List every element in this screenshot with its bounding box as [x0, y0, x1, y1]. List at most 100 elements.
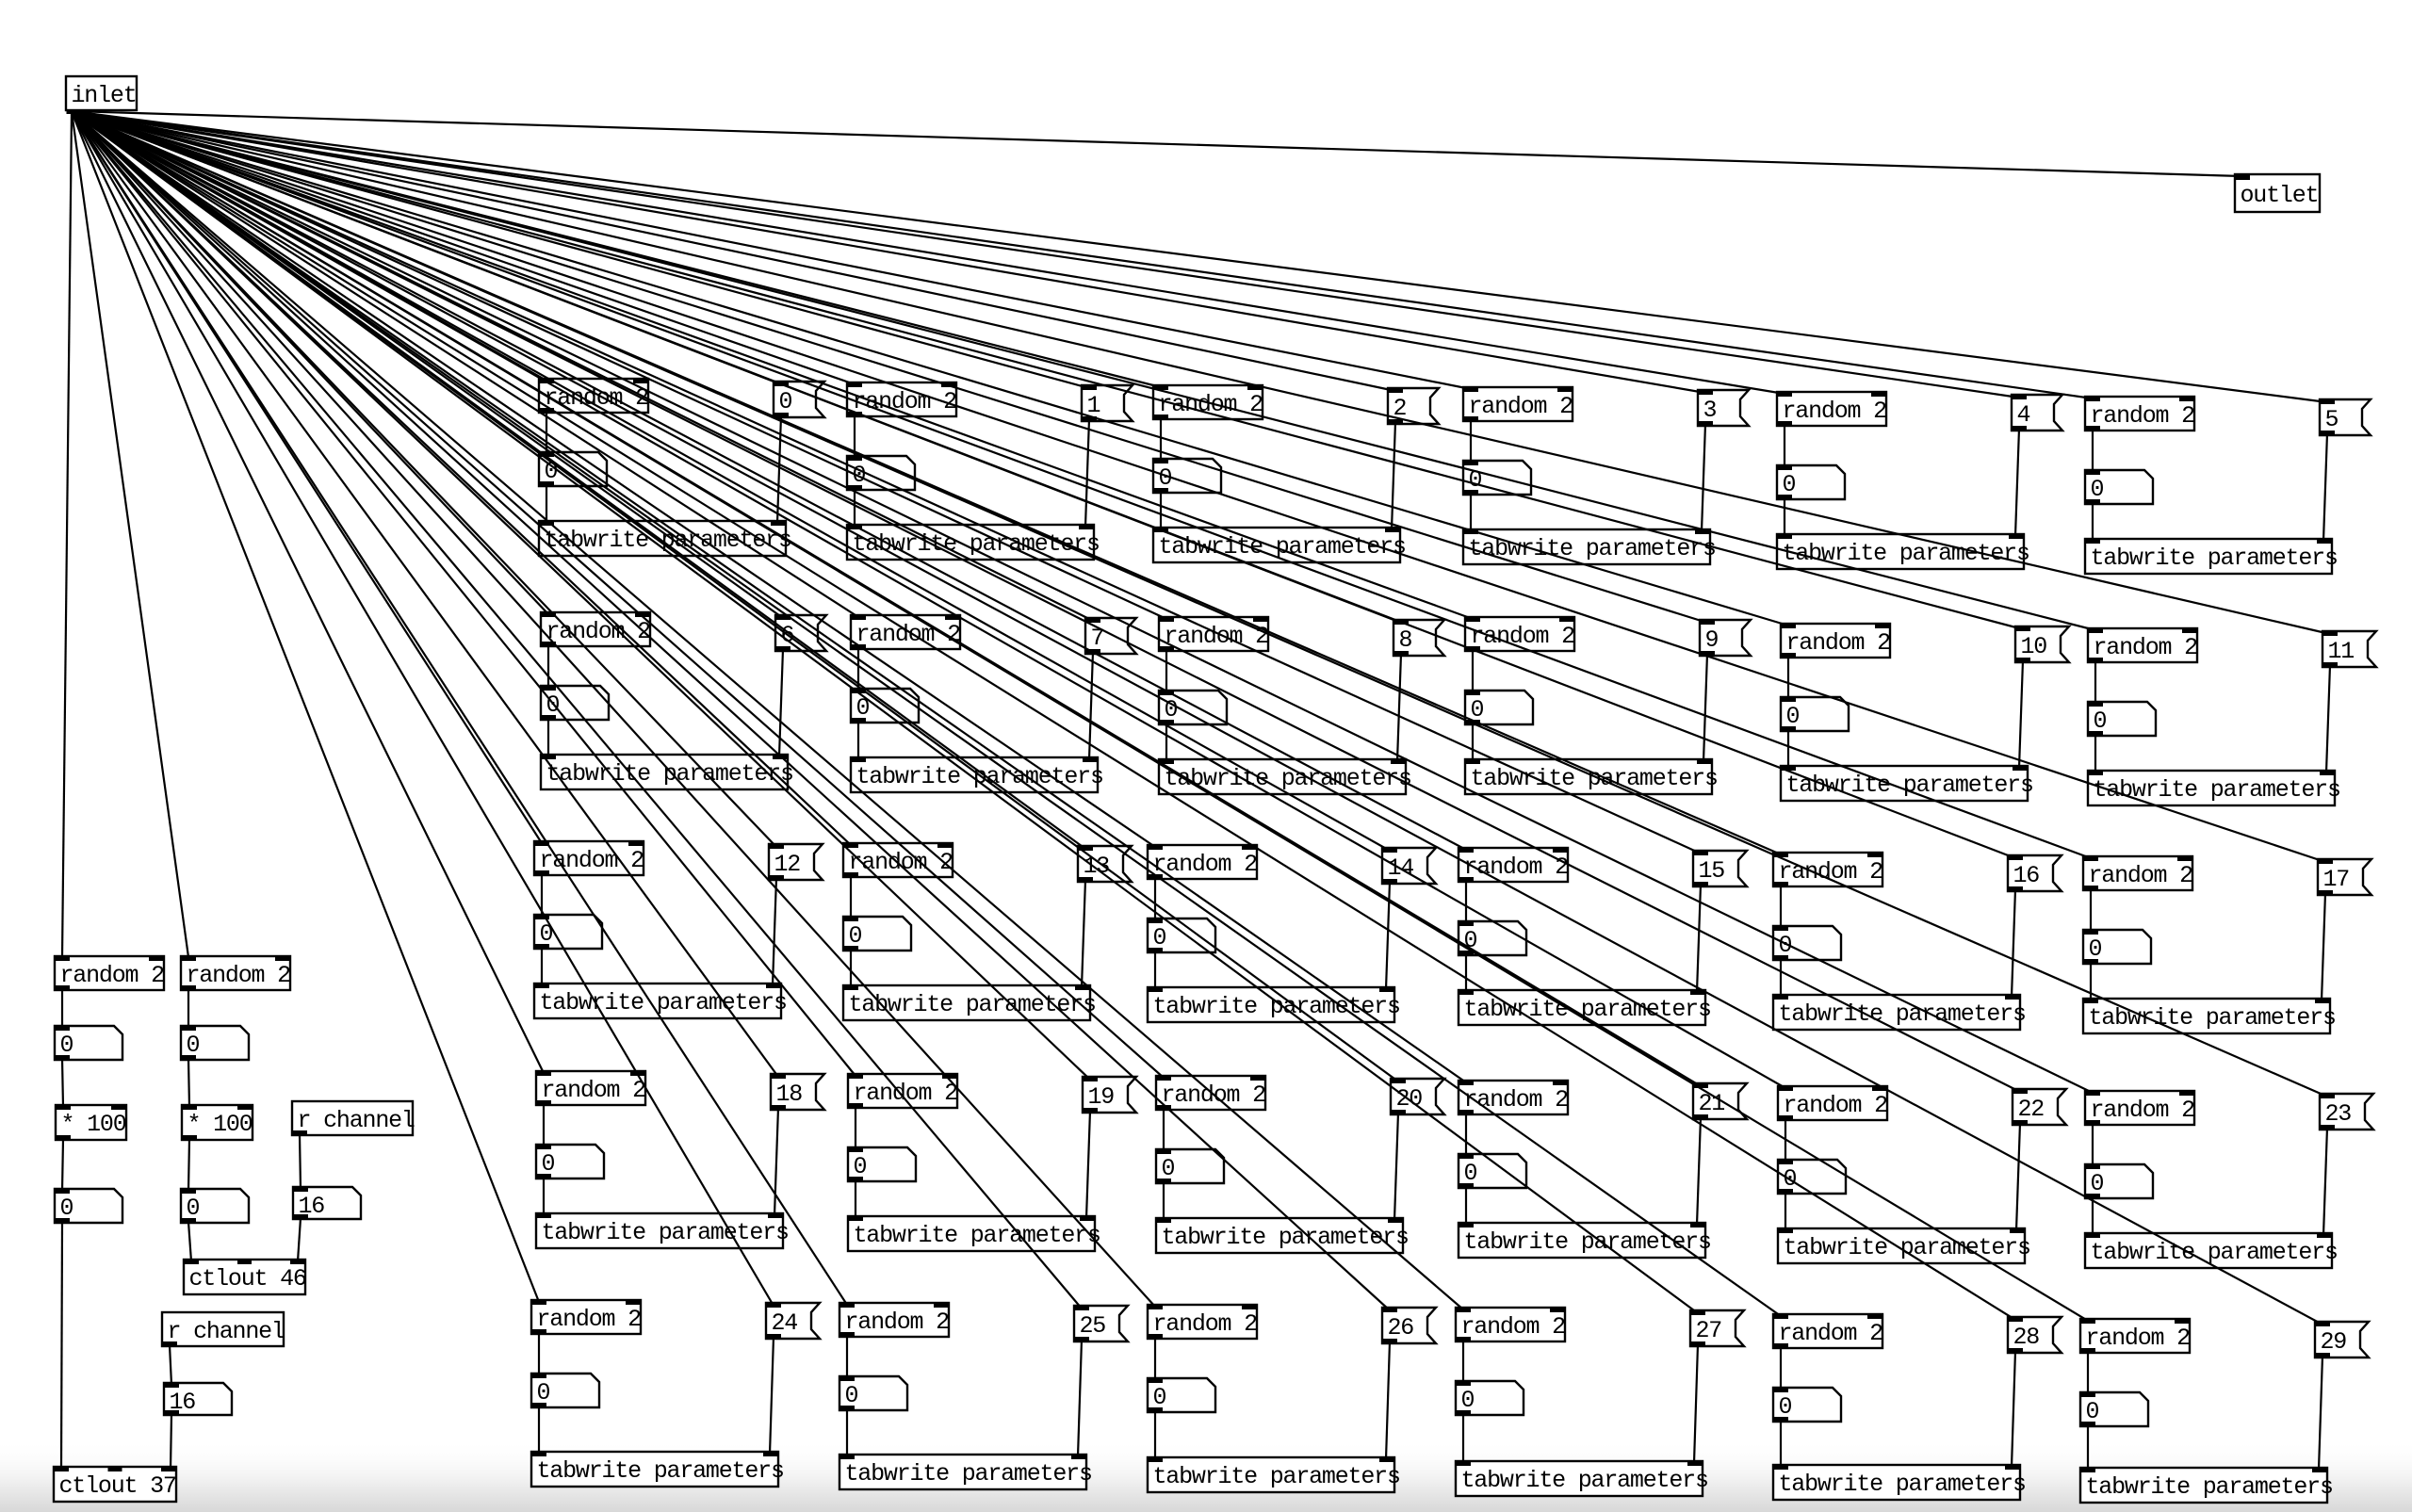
- svg-text:0: 0: [1162, 1155, 1175, 1182]
- svg-text:0: 0: [856, 694, 870, 722]
- svg-text:0: 0: [1464, 1160, 1477, 1187]
- svg-text:tabwrite parameters: tabwrite parameters: [845, 1460, 1092, 1488]
- svg-text:1: 1: [1087, 392, 1100, 419]
- svg-text:0: 0: [1153, 1384, 1166, 1411]
- svg-text:random 2: random 2: [1786, 629, 1891, 657]
- svg-text:random 2: random 2: [2086, 1325, 2191, 1352]
- svg-text:8: 8: [1399, 626, 1412, 654]
- svg-text:0: 0: [2089, 935, 2102, 963]
- svg-text:ctlout 46: ctlout 46: [189, 1265, 306, 1293]
- svg-text:0: 0: [1471, 696, 1484, 723]
- svg-text:0: 0: [1461, 1387, 1475, 1414]
- svg-text:12: 12: [774, 851, 801, 878]
- svg-text:tabwrite parameters: tabwrite parameters: [2089, 1004, 2336, 1032]
- svg-text:outlet: outlet: [2241, 182, 2319, 209]
- svg-text:2: 2: [1393, 395, 1407, 422]
- svg-text:18: 18: [776, 1081, 803, 1108]
- svg-text:tabwrite parameters: tabwrite parameters: [849, 991, 1096, 1018]
- svg-text:16: 16: [170, 1389, 196, 1416]
- svg-text:0: 0: [60, 1032, 73, 1059]
- svg-text:15: 15: [1699, 857, 1725, 885]
- svg-text:tabwrite parameters: tabwrite parameters: [1165, 765, 1411, 792]
- svg-text:tabwrite parameters: tabwrite parameters: [1779, 1471, 2026, 1498]
- svg-text:0: 0: [2091, 476, 2104, 503]
- svg-text:0: 0: [849, 922, 862, 950]
- svg-text:0: 0: [845, 1382, 858, 1409]
- svg-text:random 2: random 2: [187, 962, 291, 989]
- svg-text:random 2: random 2: [849, 849, 953, 876]
- svg-text:inlet: inlet: [72, 82, 137, 109]
- svg-text:random 2: random 2: [1461, 1313, 1566, 1341]
- svg-text:28: 28: [2013, 1324, 2040, 1351]
- svg-text:24: 24: [772, 1309, 798, 1337]
- svg-text:tabwrite parameters: tabwrite parameters: [1784, 1234, 2030, 1261]
- svg-text:random 2: random 2: [2091, 1097, 2195, 1124]
- svg-text:0: 0: [546, 691, 560, 719]
- svg-text:25: 25: [1080, 1312, 1106, 1340]
- svg-text:0: 0: [2094, 707, 2107, 735]
- svg-text:random 2: random 2: [1469, 393, 1573, 420]
- svg-text:random 2: random 2: [845, 1309, 950, 1336]
- svg-text:tabwrite parameters: tabwrite parameters: [1783, 540, 2029, 567]
- svg-text:17: 17: [2323, 866, 2350, 893]
- svg-text:tabwrite parameters: tabwrite parameters: [1461, 1467, 1708, 1494]
- svg-text:0: 0: [1783, 471, 1796, 498]
- svg-text:tabwrite parameters: tabwrite parameters: [1469, 535, 1716, 562]
- svg-text:tabwrite parameters: tabwrite parameters: [1471, 765, 1718, 792]
- svg-text:0: 0: [187, 1195, 200, 1222]
- svg-text:26: 26: [1388, 1314, 1414, 1341]
- svg-text:0: 0: [187, 1032, 200, 1059]
- svg-text:0: 0: [1786, 703, 1800, 730]
- svg-text:22: 22: [2018, 1096, 2045, 1123]
- svg-text:0: 0: [542, 1150, 555, 1178]
- svg-text:* 100: * 100: [61, 1111, 126, 1138]
- svg-text:0: 0: [60, 1195, 73, 1222]
- svg-text:random 2: random 2: [1153, 1310, 1258, 1338]
- svg-text:0: 0: [1153, 924, 1166, 951]
- svg-text:0: 0: [1159, 464, 1172, 492]
- svg-text:tabwrite parameters: tabwrite parameters: [1162, 1224, 1409, 1251]
- svg-text:tabwrite parameters: tabwrite parameters: [1159, 533, 1406, 561]
- svg-text:0: 0: [779, 388, 792, 415]
- svg-text:random 2: random 2: [2089, 862, 2193, 889]
- svg-text:16: 16: [299, 1193, 325, 1220]
- svg-text:ctlout 37: ctlout 37: [59, 1472, 176, 1500]
- svg-text:23: 23: [2325, 1100, 2352, 1128]
- svg-text:random 2: random 2: [537, 1306, 642, 1333]
- svg-text:0: 0: [2091, 1170, 2104, 1197]
- svg-text:random 2: random 2: [1783, 398, 1887, 425]
- svg-text:random 2: random 2: [853, 388, 957, 415]
- svg-text:0: 0: [1779, 1393, 1792, 1421]
- svg-text:random 2: random 2: [2094, 634, 2198, 661]
- svg-text:tabwrite parameters: tabwrite parameters: [1153, 1463, 1400, 1490]
- svg-text:7: 7: [1091, 625, 1104, 652]
- svg-text:0: 0: [1779, 932, 1792, 959]
- svg-text:random 2: random 2: [1471, 623, 1575, 650]
- svg-text:random 2: random 2: [1464, 1086, 1569, 1114]
- svg-text:tabwrite parameters: tabwrite parameters: [540, 989, 787, 1016]
- svg-text:random 2: random 2: [1779, 858, 1883, 886]
- svg-text:* 100: * 100: [187, 1111, 253, 1138]
- svg-text:19: 19: [1088, 1083, 1115, 1111]
- svg-text:tabwrite parameters: tabwrite parameters: [546, 760, 793, 788]
- svg-text:tabwrite parameters: tabwrite parameters: [537, 1457, 784, 1485]
- svg-text:4: 4: [2017, 401, 2030, 429]
- svg-text:9: 9: [1705, 626, 1719, 654]
- svg-text:r channel: r channel: [298, 1107, 415, 1134]
- svg-text:tabwrite parameters: tabwrite parameters: [1779, 1000, 2026, 1028]
- svg-text:27: 27: [1696, 1317, 1722, 1344]
- svg-text:tabwrite parameters: tabwrite parameters: [2091, 545, 2338, 572]
- svg-text:0: 0: [537, 1379, 550, 1406]
- svg-text:random 2: random 2: [2091, 402, 2195, 430]
- svg-text:tabwrite parameters: tabwrite parameters: [1153, 993, 1400, 1020]
- svg-text:29: 29: [2321, 1328, 2347, 1356]
- svg-text:0: 0: [854, 1153, 867, 1180]
- svg-text:tabwrite parameters: tabwrite parameters: [542, 1219, 789, 1246]
- svg-text:16: 16: [2013, 862, 2040, 889]
- svg-text:random 2: random 2: [542, 1077, 646, 1104]
- svg-text:random 2: random 2: [1153, 851, 1258, 878]
- svg-text:tabwrite parameters: tabwrite parameters: [854, 1222, 1100, 1249]
- svg-text:tabwrite parameters: tabwrite parameters: [2091, 1239, 2338, 1266]
- svg-text:random 2: random 2: [1779, 1320, 1883, 1347]
- svg-text:3: 3: [1703, 397, 1717, 424]
